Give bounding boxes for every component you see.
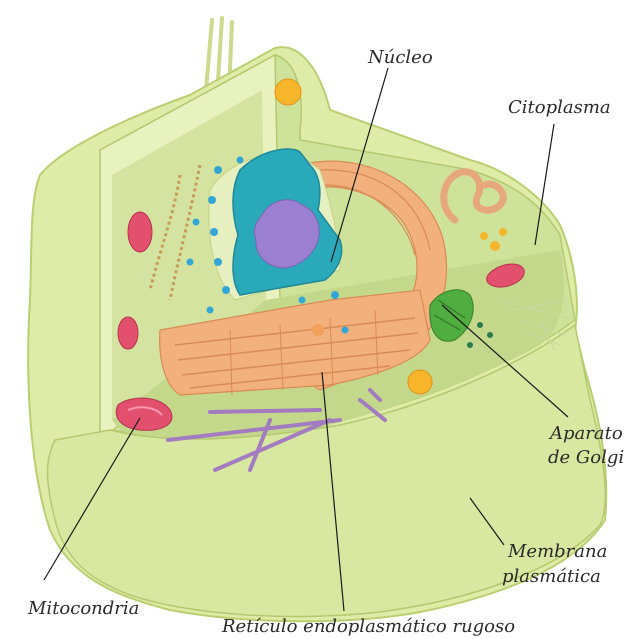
label-reticulo: Retículo endoplasmático rugoso bbox=[221, 616, 515, 637]
label-aparato-line1: Aparato bbox=[548, 423, 623, 444]
mitochondrion bbox=[118, 317, 138, 349]
mitochondrion bbox=[128, 212, 152, 252]
label-membrana-line1: Membrana bbox=[507, 541, 607, 562]
label-nucleo: Núcleo bbox=[367, 47, 433, 68]
label-aparato-line2: de Golgi bbox=[548, 447, 624, 468]
label-membrana-line2: plasmática bbox=[502, 566, 601, 587]
label-mitocondria: Mitocondria bbox=[27, 598, 139, 619]
label-citoplasma: Citoplasma bbox=[508, 97, 611, 118]
